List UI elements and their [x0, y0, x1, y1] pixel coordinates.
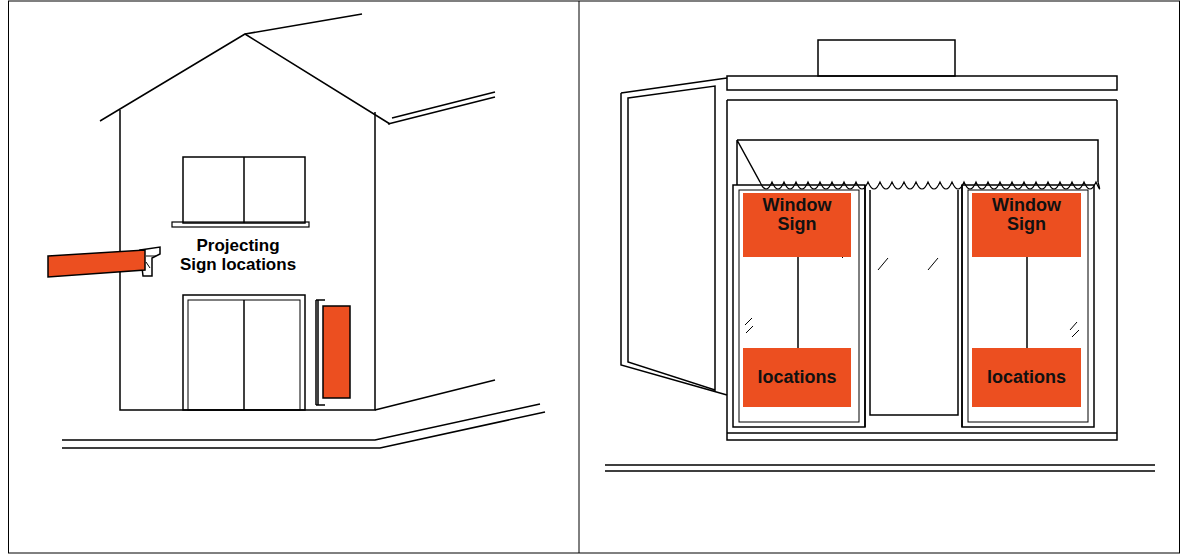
shopfront — [605, 40, 1155, 471]
window-sign: Window Sign — [743, 193, 851, 257]
projecting-sign — [48, 247, 160, 277]
sign-text: locations — [987, 368, 1066, 387]
window-sign: locations — [972, 348, 1081, 407]
sign-text: Window Sign — [757, 196, 837, 234]
window-sign: Window Sign — [972, 193, 1081, 257]
projecting-sign — [316, 300, 350, 405]
house — [62, 14, 545, 448]
window-sign: locations — [743, 348, 851, 407]
sign-text: Window Sign — [987, 196, 1067, 234]
location-label: Projecting Sign locations — [176, 236, 300, 274]
sign-text: locations — [757, 368, 836, 387]
panel-frame — [9, 1, 1180, 553]
panel-divider — [579, 1, 580, 553]
